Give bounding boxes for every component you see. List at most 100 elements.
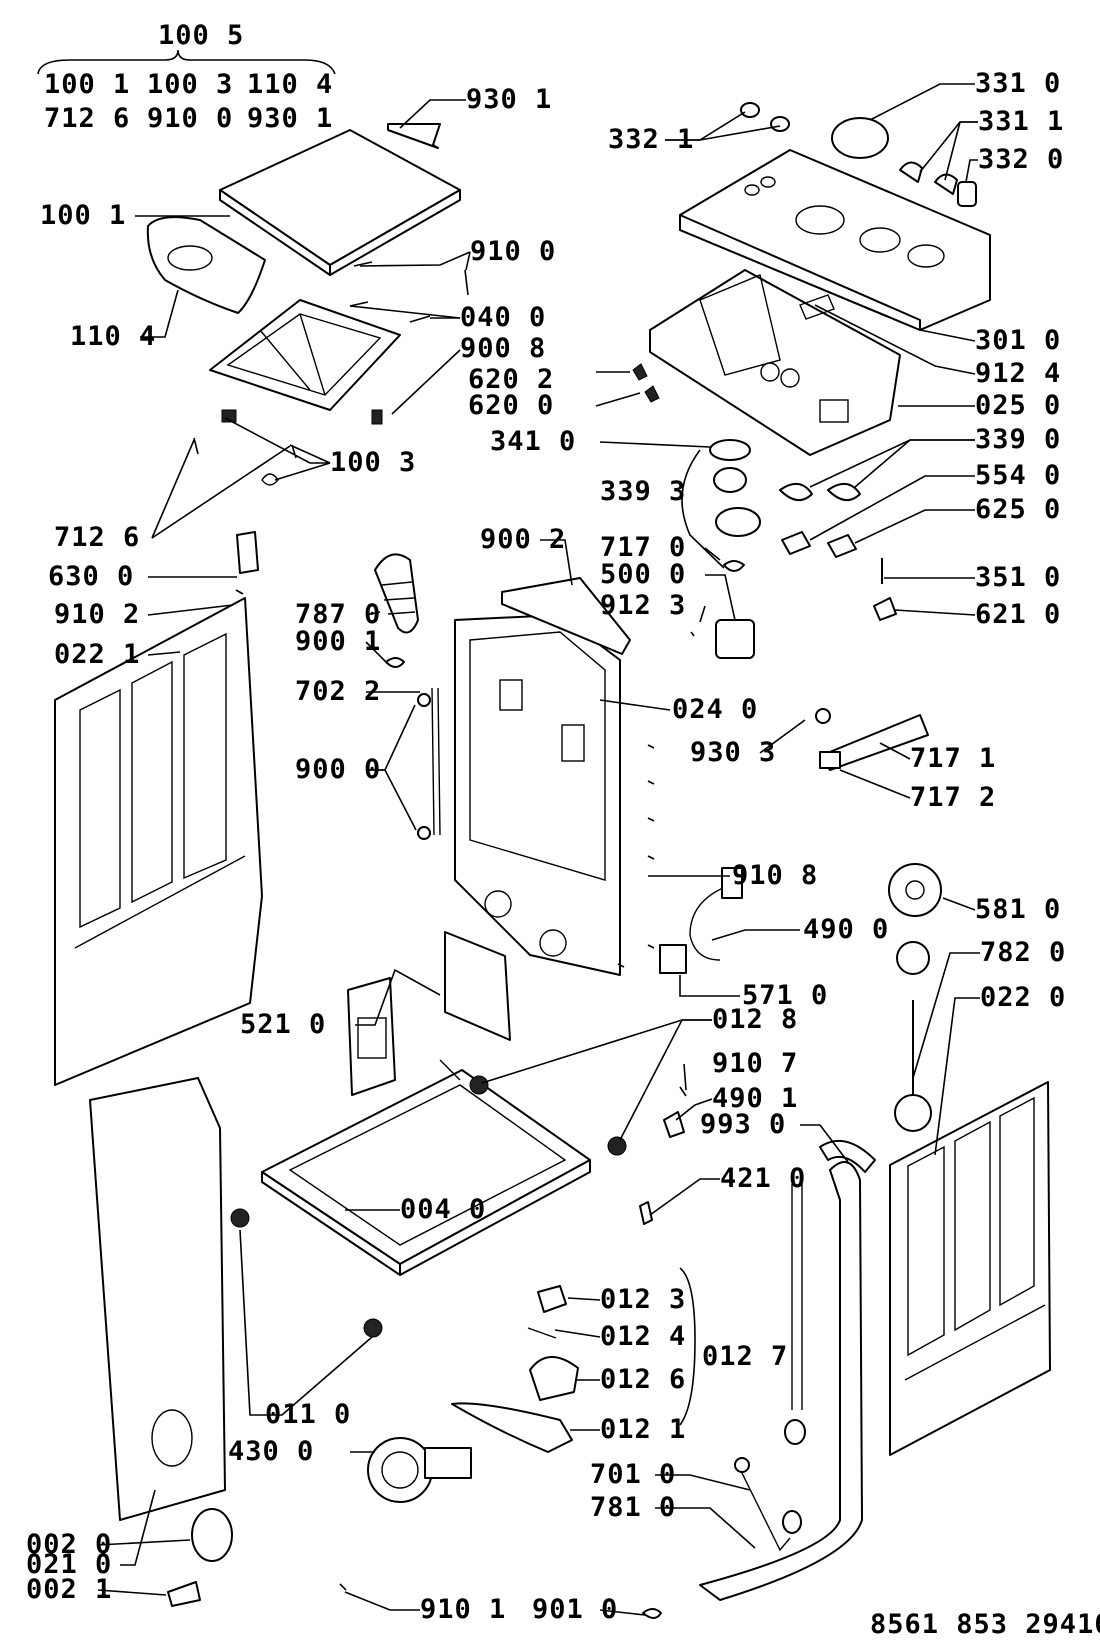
label-490-0: 490 0 [803, 914, 889, 945]
top-frame [209, 299, 401, 411]
label-012-4: 012 4 [600, 1321, 686, 1352]
label-621-0: 621 0 [975, 599, 1061, 630]
small-electrical [639, 1086, 687, 1225]
small-switch [873, 558, 897, 621]
label-900-2: 900 2 [480, 524, 566, 555]
front-panel [89, 1077, 226, 1521]
label-004-0: 004 0 [400, 1194, 486, 1225]
label-500-0: 500 0 [600, 559, 686, 590]
label-331-1: 331 1 [978, 106, 1064, 137]
frame-screws [339, 631, 695, 1591]
control-panel-fascia [679, 149, 991, 331]
label-024-0: 024 0 [672, 694, 758, 725]
label-421-0: 421 0 [720, 1163, 806, 1194]
label-900-8: 900 8 [460, 333, 546, 364]
label-339-3: 339 3 [600, 476, 686, 507]
drain-hose [699, 1161, 863, 1601]
label-782-0: 782 0 [980, 937, 1066, 968]
label-993-0: 993 0 [700, 1109, 786, 1140]
label-100-3-group: 100 3 [147, 69, 233, 100]
label-912-3: 912 3 [600, 590, 686, 621]
label-930-3: 930 3 [690, 737, 776, 768]
label-701-0: 701 0 [590, 1459, 676, 1490]
label-712-6-group: 712 6 [44, 103, 130, 134]
label-301-0: 301 0 [975, 325, 1061, 356]
right-side-panel [889, 1081, 1051, 1456]
control-board [649, 269, 901, 456]
connectors-620 [632, 363, 660, 403]
label-012-8: 012 8 [712, 1004, 798, 1035]
label-100-1-group: 100 1 [44, 69, 130, 100]
label-339-0: 339 0 [975, 424, 1061, 455]
label-490-1: 490 1 [712, 1083, 798, 1114]
label-900-1: 900 1 [295, 626, 381, 657]
label-012-3: 012 3 [600, 1284, 686, 1315]
label-110-4-group: 110 4 [247, 69, 333, 100]
label-341-0: 341 0 [490, 426, 576, 457]
label-521-0: 521 0 [240, 1009, 326, 1040]
label-910-7: 910 7 [712, 1048, 798, 1079]
label-025-0: 025 0 [975, 390, 1061, 421]
label-930-1: 930 1 [466, 84, 552, 115]
label-625-0: 625 0 [975, 494, 1061, 525]
document-code: 8561 853 29410 [870, 1609, 1100, 1640]
left-side-panel [54, 597, 263, 1086]
hose-clip [642, 1608, 662, 1619]
label-100-3: 100 3 [330, 447, 416, 478]
label-011-0: 011 0 [265, 1399, 351, 1430]
sump-hose [374, 553, 419, 668]
label-620-0: 620 0 [468, 390, 554, 421]
label-100-5-header: 100 5 [158, 20, 244, 51]
feet [230, 1075, 627, 1338]
label-022-0: 022 0 [980, 982, 1066, 1013]
label-717-0: 717 0 [600, 532, 686, 563]
rear-frame [454, 614, 621, 976]
label-781-0: 781 0 [590, 1492, 676, 1523]
rod-with-caps [894, 941, 932, 1132]
label-110-4: 110 4 [70, 321, 156, 352]
part-drawings [54, 102, 1051, 1619]
label-900-0: 900 0 [295, 754, 381, 785]
dispenser-parts [709, 439, 861, 558]
label-430-0: 430 0 [228, 1436, 314, 1467]
label-717-1: 717 1 [910, 743, 996, 774]
label-332-1: 332 1 [608, 124, 694, 155]
part-labels: 100 5 100 1 100 3 110 4 712 6 910 0 930 … [26, 20, 1100, 1640]
label-554-0: 554 0 [975, 460, 1061, 491]
top-lid [219, 129, 461, 276]
label-571-0: 571 0 [742, 980, 828, 1011]
service-cover [191, 1508, 233, 1562]
label-002-1: 002 1 [26, 1574, 112, 1605]
label-012-6: 012 6 [600, 1364, 686, 1395]
drain-parts [451, 1285, 579, 1453]
top-rail [501, 577, 631, 655]
shield-plate [347, 931, 511, 1096]
inlet-hose [784, 1184, 806, 1445]
label-910-1: 910 1 [420, 1594, 506, 1625]
lever [815, 708, 929, 771]
label-702-2: 702 2 [295, 676, 381, 707]
lid-gasket [387, 123, 441, 149]
pulley [888, 863, 942, 917]
label-910-2: 910 2 [54, 599, 140, 630]
knobs [740, 102, 977, 207]
label-040-0: 040 0 [460, 302, 546, 333]
label-901-0: 901 0 [532, 1594, 618, 1625]
label-787-0: 787 0 [295, 599, 381, 630]
label-012-1: 012 1 [600, 1414, 686, 1445]
label-332-0: 332 0 [978, 144, 1064, 175]
label-910-8: 910 8 [732, 860, 818, 891]
label-630-0: 630 0 [48, 561, 134, 592]
label-712-6: 712 6 [54, 522, 140, 553]
label-100-1: 100 1 [40, 200, 126, 231]
label-012-7: 012 7 [702, 1341, 788, 1372]
bracket-630 [236, 531, 259, 574]
pressure-tube [417, 687, 441, 840]
label-351-0: 351 0 [975, 562, 1061, 593]
label-912-4: 912 4 [975, 358, 1061, 389]
label-022-1: 022 1 [54, 639, 140, 670]
label-581-0: 581 0 [975, 894, 1061, 925]
cover-clip [167, 1581, 201, 1607]
label-910-0: 910 0 [470, 236, 556, 267]
